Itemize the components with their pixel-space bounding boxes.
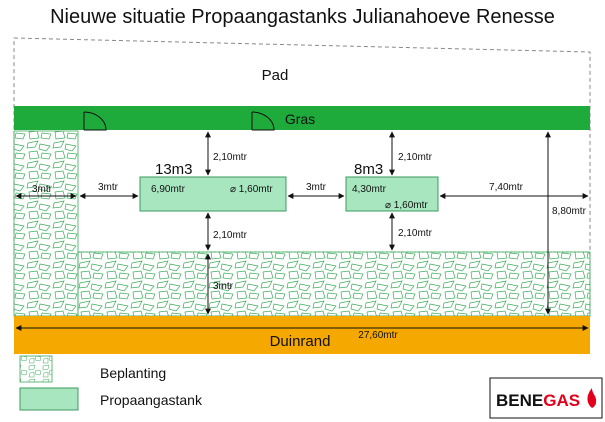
logo-box <box>489 377 603 419</box>
flame-icon <box>587 388 597 408</box>
dim-label: 27,60mtr <box>358 330 398 341</box>
zone-gras <box>14 106 590 130</box>
legend-label-propaangastank: Propaangastank <box>100 392 203 408</box>
tank-8m3 <box>345 176 439 212</box>
dim-label: 3mtr <box>213 281 234 292</box>
tank-length-label: 6,90mtr <box>151 184 186 195</box>
legend-swatch-propaangastank <box>19 387 79 411</box>
tank-capacity-label: 8m3 <box>354 161 383 178</box>
zone-label-duinrand: Duinrand <box>270 333 331 350</box>
bottom-planting-strip <box>77 251 591 317</box>
logo-part-gas: GAS <box>543 391 580 410</box>
dim-label: 3mtr <box>98 182 119 193</box>
tank-capacity-label: 13m3 <box>155 161 193 178</box>
legend-label-beplanting: Beplanting <box>100 365 166 381</box>
dim-label: 2,10mtr <box>213 230 248 241</box>
dim-label: 8,80mtr <box>552 206 587 217</box>
page-title: Nieuwe situatie Propaangastanks Julianah… <box>50 6 555 28</box>
dim-label: 3mtr <box>32 184 53 195</box>
legend-swatch-beplanting <box>19 355 53 383</box>
dim-label: 2,10mtr <box>213 152 248 163</box>
dim-label: 2,10mtr <box>398 228 433 239</box>
dim-label: 3mtr <box>306 182 327 193</box>
tank-diameter-label: ⌀ 1,60mtr <box>385 200 428 211</box>
tank-length-label: 4,30mtr <box>352 184 387 195</box>
tank-13m3 <box>139 176 287 212</box>
door-icon <box>83 111 107 131</box>
tank-diameter-label: ⌀ 1,60mtr <box>230 184 273 195</box>
zone-label-pad: Pad <box>262 67 289 84</box>
dim-label: 7,40mtr <box>489 182 524 193</box>
zone-label-gras: Gras <box>285 111 315 127</box>
zone-duinrand <box>14 316 590 354</box>
dim-label: 2,10mtr <box>398 152 433 163</box>
benegas-logo: BENEGAS <box>496 391 580 410</box>
left-planting-area <box>13 130 79 317</box>
door-icon <box>251 111 275 131</box>
logo-part-bene: BENE <box>496 391 543 410</box>
